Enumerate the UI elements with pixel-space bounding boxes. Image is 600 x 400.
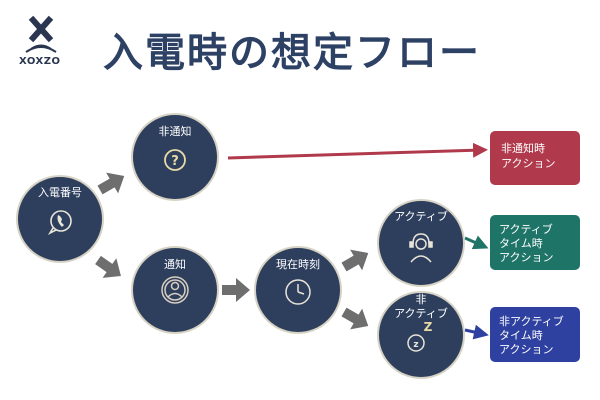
action-no-notify: 非通知時 アクション — [490, 131, 580, 185]
question-icon: ? — [164, 149, 186, 171]
node-inactive-label-line2: アクティブ — [394, 306, 448, 320]
node-incoming-label: 入電番号 — [38, 186, 82, 199]
arrow-incoming-to-no-notify — [97, 172, 125, 195]
sleep-icon: z Z — [407, 320, 433, 352]
node-current-time-label: 現在時刻 — [276, 257, 320, 271]
action-active-line1: アクティブ — [499, 222, 553, 236]
action-active: アクティブ タイム時 アクション — [490, 215, 580, 270]
arrow-incoming-to-notify — [95, 255, 121, 278]
node-no-notify-label: 非通知 — [159, 124, 192, 138]
node-inactive-label-line1: 非 — [416, 293, 427, 306]
svg-text:z: z — [413, 340, 418, 350]
arrow-notify-to-time — [222, 278, 250, 302]
svg-text:?: ? — [171, 154, 179, 169]
node-no-notify: 非通知 ? — [131, 113, 219, 201]
action-no-notify-line1: 非通知時 — [501, 141, 545, 155]
action-active-line2: タイム時 — [499, 237, 543, 250]
phone-bubble-icon — [47, 210, 72, 235]
action-inactive-line2: タイム時 — [499, 329, 543, 342]
node-current-time: 現在時刻 — [254, 246, 342, 334]
xoxzo-logo-icon — [25, 15, 57, 53]
svg-text:Z: Z — [424, 320, 433, 334]
action-active-line3: アクション — [499, 251, 553, 264]
node-active-label: アクティブ — [394, 209, 448, 223]
arrow-no-notify-to-action — [227, 142, 488, 160]
gray-arrows — [95, 172, 369, 330]
node-inactive: 非 アクティブ z Z — [377, 291, 465, 379]
node-notify-label: 通知 — [164, 257, 186, 271]
node-notify: 通知 — [131, 246, 219, 334]
headset-icon — [409, 233, 433, 263]
action-inactive-line3: アクション — [499, 343, 553, 356]
action-no-notify-line2: アクション — [501, 157, 555, 170]
arrow-time-to-inactive — [341, 307, 369, 330]
brand-name: XOXZO — [19, 56, 61, 67]
arrow-inactive-to-action — [464, 324, 489, 340]
person-icon — [161, 276, 189, 304]
node-active: アクティブ — [377, 199, 465, 287]
action-inactive: 非アクティブ タイム時 アクション — [490, 307, 580, 362]
page-title: 入電時の想定フロー — [103, 30, 481, 76]
clock-icon — [285, 279, 311, 305]
arrow-active-to-action — [464, 235, 489, 250]
arrow-time-to-active — [341, 249, 369, 272]
action-inactive-line1: 非アクティブ — [499, 314, 564, 328]
node-incoming: 入電番号 — [16, 175, 104, 263]
